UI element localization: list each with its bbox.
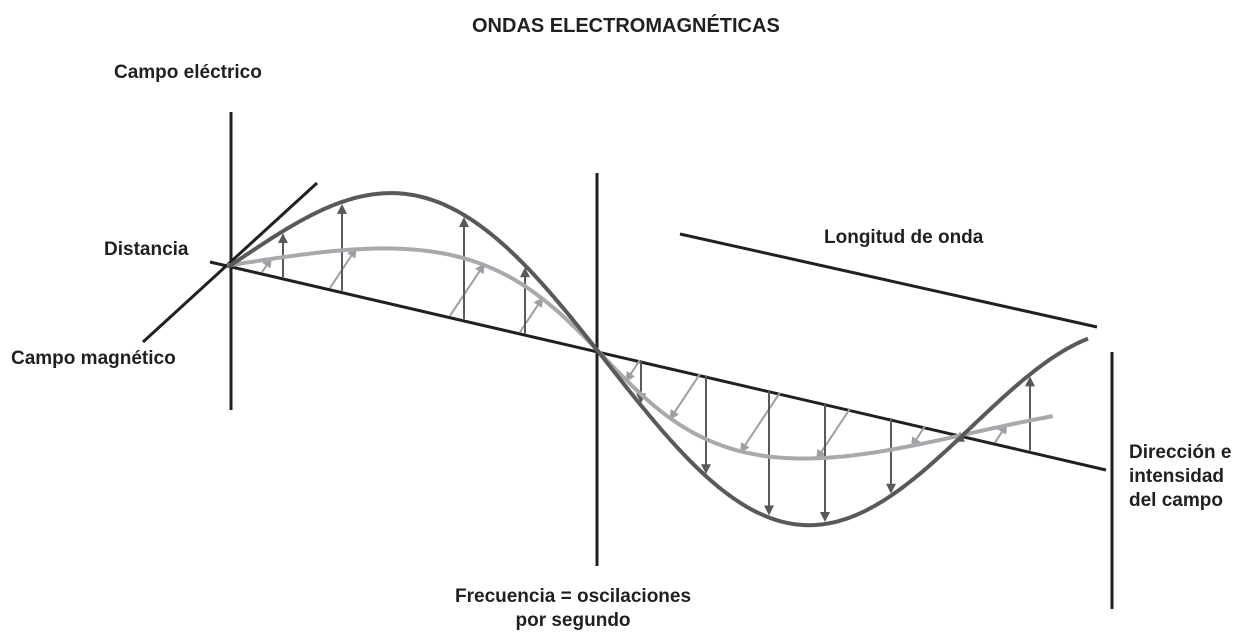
- magnetic-field-arrows: [261, 247, 1008, 460]
- magnetic-field-arrow: [625, 359, 641, 383]
- magnetic-field-arrow: [739, 391, 781, 454]
- wavelength-marker-line: [679, 232, 1098, 329]
- direction-label-line-3: del campo: [1129, 489, 1223, 511]
- propagation-axis: [209, 260, 1107, 472]
- direction-label-line-1: Dirección e: [1129, 442, 1232, 463]
- magnetic-field-arrow: [449, 263, 485, 317]
- distance-label: Distancia: [104, 239, 189, 260]
- wavelength-label: Longitud de onda: [824, 227, 984, 248]
- direction-label-line-2: intensidad: [1129, 465, 1225, 487]
- electric-field-wave: [226, 191, 1089, 528]
- magnetic-field-arrow: [669, 373, 701, 421]
- magnetic-field-arrow: [816, 408, 851, 460]
- magnetic-field-wave: [226, 246, 1054, 461]
- diagram-title: ONDAS ELECTROMAGNÉTICAS: [472, 15, 780, 37]
- magnetic-field-axis: [141, 181, 319, 344]
- electric-field-label: Campo eléctrico: [114, 62, 262, 83]
- magnetic-field-arrow: [519, 296, 544, 333]
- magnetic-field-arrow: [261, 257, 272, 273]
- magnetic-field-label: Campo magnético: [11, 348, 176, 369]
- magnetic-field-arrow: [994, 423, 1008, 443]
- magnetic-field-arrow: [910, 425, 926, 448]
- direction-intensity-label: Dirección e intensidad del campo: [1129, 441, 1231, 512]
- frequency-label: Frecuencia = oscilaciones por segundo: [455, 585, 691, 633]
- frequency-label-line-2: por segundo: [515, 609, 631, 631]
- frequency-label-line-1: Frecuencia = oscilaciones: [455, 586, 692, 607]
